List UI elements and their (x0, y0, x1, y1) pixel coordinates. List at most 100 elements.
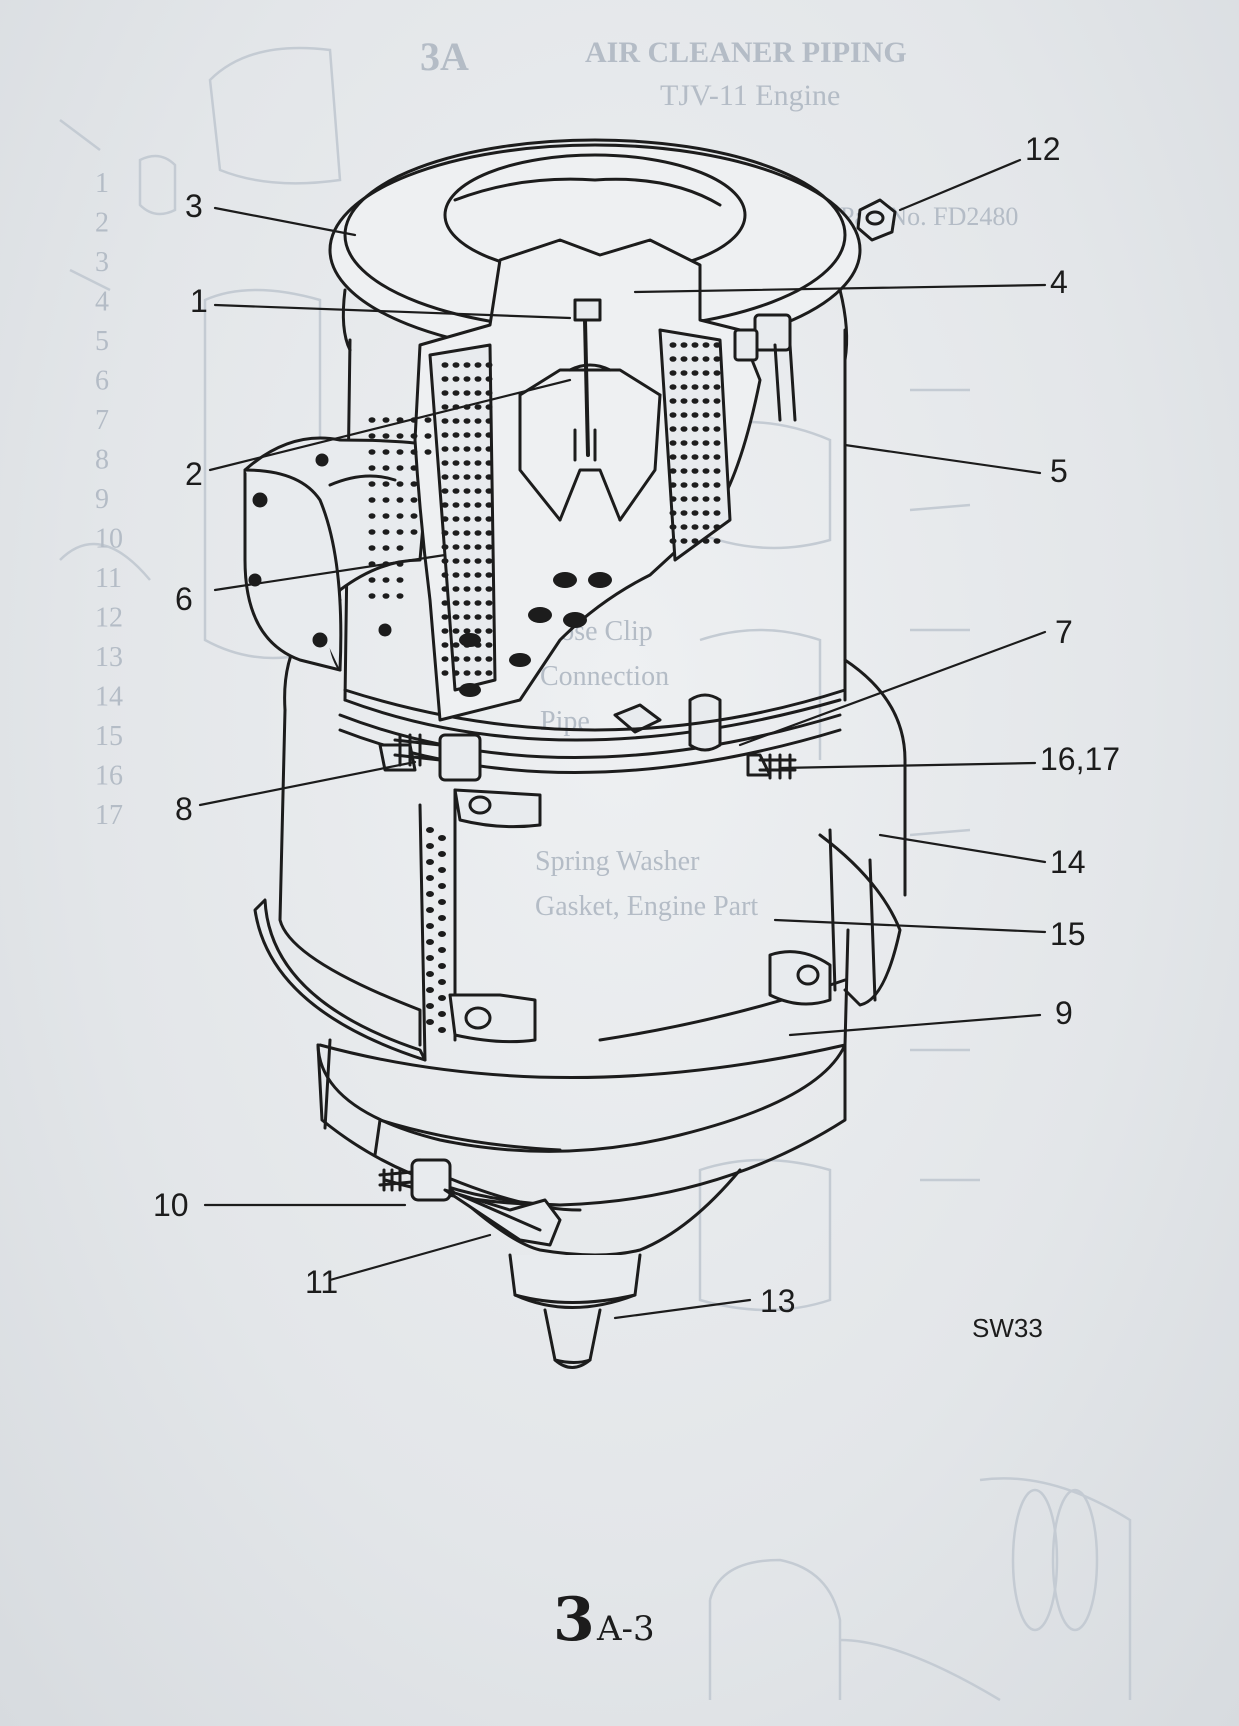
perforation-hole (441, 446, 449, 452)
perforation-hole (441, 432, 449, 438)
perforation-hole (691, 454, 699, 460)
perforation-hole (441, 474, 449, 480)
perforation-hole (474, 516, 482, 522)
perforation-hole (691, 342, 699, 348)
perforation-hole (463, 362, 471, 368)
perforation-hole (474, 474, 482, 480)
perforation-hole (702, 342, 710, 348)
perforation-hole (452, 460, 460, 466)
ghost-row-number: 16 (95, 761, 123, 792)
callout-16-17: 16,17 (1040, 741, 1120, 777)
perforation-hole (452, 432, 460, 438)
perforation-hole (452, 376, 460, 382)
perforation-hole (691, 426, 699, 432)
perforation-hole (438, 1011, 446, 1017)
perforation-hole (438, 867, 446, 873)
perforation-hole (485, 670, 493, 676)
perforation-hole (463, 432, 471, 438)
perforation-hole (410, 497, 418, 503)
perforation-hole (713, 454, 721, 460)
perforation-hole (485, 642, 493, 648)
perforation-hole (441, 670, 449, 676)
perforation-hole (463, 614, 471, 620)
perforation-hole (463, 530, 471, 536)
perforation-hole (474, 432, 482, 438)
ghost-subheading: TJV-11 Engine (660, 79, 840, 112)
perforation-hole (669, 482, 677, 488)
perforation-hole (474, 362, 482, 368)
ghost-row-number: 11 (95, 563, 122, 594)
perforation-hole (474, 460, 482, 466)
ghost-row-number: 13 (95, 642, 123, 673)
inlet-elbow (243, 436, 432, 672)
perforation-hole (680, 412, 688, 418)
perforation-hole (426, 1003, 434, 1009)
perforation-hole (713, 426, 721, 432)
perforation-hole (452, 670, 460, 676)
perforation-hole (441, 544, 449, 550)
perforation-hole (680, 440, 688, 446)
perforation-hole (702, 412, 710, 418)
callout-9: 9 (1055, 995, 1073, 1031)
perforation-hole (410, 529, 418, 535)
perforation-hole (452, 642, 460, 648)
perforation-hole (382, 481, 390, 487)
callout-13: 13 (760, 1283, 796, 1319)
ghost-row-number: 9 (95, 484, 109, 515)
perforation-hole (368, 417, 376, 423)
perforation-hole (452, 572, 460, 578)
perforation-hole (485, 628, 493, 634)
perforation-hole (426, 923, 434, 929)
perforation-hole (691, 370, 699, 376)
perforation-hole (426, 827, 434, 833)
perforation-hole (426, 891, 434, 897)
perforation-hole (702, 370, 710, 376)
perforation-hole (485, 544, 493, 550)
perforation-hole (396, 497, 404, 503)
perforation-hole (441, 418, 449, 424)
leader-lines (198, 158, 1047, 1320)
perforation-hole (474, 390, 482, 396)
perforation-hole (441, 572, 449, 578)
perforation-hole (438, 963, 446, 969)
perforation-hole (463, 670, 471, 676)
perforation-hole (410, 481, 418, 487)
perforation-hole (485, 418, 493, 424)
ghost-fragment-1: Spring Washer (535, 846, 700, 877)
bleed-through-text: AIR CLEANER PIPING TJV-11 Engine Part No… (95, 34, 1018, 922)
perforation-hole (680, 496, 688, 502)
perforation-hole (669, 398, 677, 404)
perforation-hole (382, 513, 390, 519)
perforation-hole (713, 538, 721, 544)
perforation-hole (680, 468, 688, 474)
callout-15: 15 (1050, 916, 1086, 952)
ghost-fragment-2: Gasket, Engine Part (535, 891, 758, 922)
perforation-hole (463, 474, 471, 480)
perforation-hole (474, 446, 482, 452)
perforation-hole (702, 510, 710, 516)
perforation-hole (680, 356, 688, 362)
perforation-hole (691, 524, 699, 530)
perforation-hole (463, 628, 471, 634)
perforation-hole (452, 390, 460, 396)
perforation-hole (438, 915, 446, 921)
ghost-row-number: 8 (95, 445, 109, 476)
perforation-hole (474, 628, 482, 634)
perforation-hole (463, 586, 471, 592)
perforation-hole (463, 390, 471, 396)
callout-3: 3 (185, 188, 203, 224)
perforation-hole (441, 460, 449, 466)
perforation-hole (382, 497, 390, 503)
ghost-row-number: 5 (95, 326, 109, 357)
perforation-hole (680, 370, 688, 376)
ghost-fragment-4: Connection (540, 661, 669, 692)
perforation-hole (452, 418, 460, 424)
perforation-hole (485, 390, 493, 396)
perforation-hole (382, 433, 390, 439)
perforation-hole (368, 529, 376, 535)
perforation-hole (368, 465, 376, 471)
svg-text:3A: 3A (420, 34, 469, 79)
perforation-hole (426, 1019, 434, 1025)
